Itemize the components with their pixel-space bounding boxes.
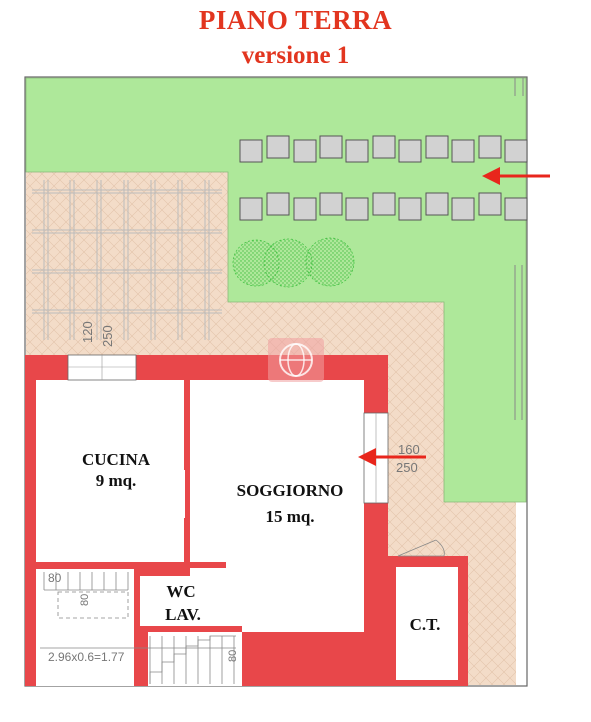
- stair-area: [36, 569, 134, 686]
- label-soggiorno-area: 15 mq.: [265, 507, 314, 526]
- partition-horizontal: [36, 562, 226, 568]
- stepping-stone: [293, 197, 317, 221]
- shrubs: [232, 237, 355, 288]
- stepping-stone: [372, 135, 396, 159]
- page-subtitle: versione 1: [241, 42, 350, 69]
- stepping-stone: [266, 192, 290, 216]
- stepping-stone: [398, 139, 422, 163]
- staircase: [40, 572, 236, 684]
- dim-window-top-w: 120: [80, 321, 95, 343]
- room-ct: [396, 567, 458, 680]
- stepping-stone: [319, 192, 343, 216]
- room-soggiorno: [190, 380, 364, 562]
- dim-stair-right: 80: [227, 650, 239, 662]
- fence: [514, 78, 524, 420]
- window-top: [67, 354, 137, 381]
- stepping-stone: [425, 135, 449, 159]
- stair-profile: [149, 635, 236, 684]
- dim-window-right-h: 250: [396, 460, 418, 475]
- label-cucina-area: 9 mq.: [96, 471, 137, 490]
- door-swing-ct: [397, 539, 445, 557]
- partition-wc-bottom: [134, 626, 242, 632]
- room-cucina: [36, 380, 185, 562]
- room-wc: [134, 576, 224, 628]
- stepping-stone: [504, 197, 528, 221]
- stepping-stone: [451, 197, 475, 221]
- label-wc-sub: LAV.: [165, 605, 201, 624]
- dim-window-right-w: 160: [398, 442, 420, 457]
- entrance-arrow-garden: [482, 167, 550, 185]
- stepping-stone: [293, 139, 317, 163]
- label-cucina-name: CUCINA: [82, 450, 151, 469]
- label-ct-name: C.T.: [410, 615, 441, 634]
- dim-stair-bottom: 2.96x0.6=1.77: [48, 650, 125, 664]
- hall-lower: [224, 586, 364, 632]
- dim-stair-mid: 80: [79, 594, 91, 606]
- dim-stair-top: 80: [48, 571, 62, 585]
- stepping-stone: [266, 135, 290, 159]
- stair-lower: [148, 632, 242, 686]
- stepping-stone: [504, 139, 528, 163]
- stepping-stone: [425, 192, 449, 216]
- entrance-arrow-house: [358, 448, 426, 466]
- stepping-stone: [478, 192, 502, 216]
- stepping-stone: [398, 197, 422, 221]
- stepping-stones: [239, 135, 528, 221]
- stepping-stone: [239, 197, 263, 221]
- pergola-grid: [32, 180, 222, 340]
- stepping-stone: [372, 192, 396, 216]
- watermark-logo: [268, 338, 324, 382]
- dimension-labels: 120 250 160 250 80 80 2.96x0.6=1.77 80: [48, 321, 420, 664]
- stair-landing: [57, 591, 129, 619]
- label-soggiorno-name: SOGGIORNO: [237, 481, 344, 500]
- stepping-stone: [451, 139, 475, 163]
- dim-window-top-h: 250: [100, 325, 115, 347]
- partition-lower: [184, 518, 190, 562]
- stepping-stone: [478, 135, 502, 159]
- stepping-stone: [345, 197, 369, 221]
- page-title: PIANO TERRA: [198, 5, 393, 35]
- stepping-stone: [239, 139, 263, 163]
- label-wc-name: WC: [166, 582, 195, 601]
- partition-wc: [134, 568, 140, 628]
- partition-upper: [184, 380, 190, 470]
- stepping-stone: [319, 135, 343, 159]
- stepping-stone: [345, 139, 369, 163]
